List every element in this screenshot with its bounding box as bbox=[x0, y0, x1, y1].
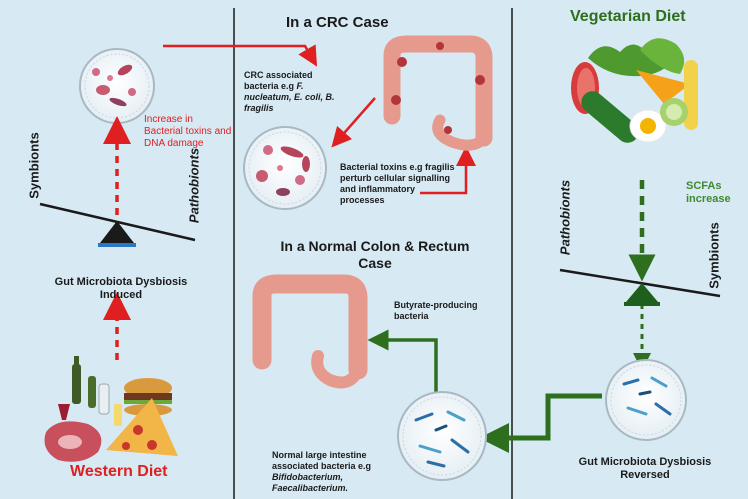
scfa-label: SCFAs increase bbox=[686, 180, 731, 205]
western-food-icon bbox=[44, 356, 178, 462]
vegetarian-symbionts-label: Symbionts bbox=[706, 222, 722, 289]
crc-bacteria-species: F. nucleatum, E. coli, B. fragilis bbox=[244, 81, 335, 113]
normal-title: In a Normal Colon & Rectum Case bbox=[280, 238, 470, 271]
arrow-reversed-to-normal-bacteria bbox=[479, 393, 602, 453]
arrow-colon-to-crc-bacteria bbox=[331, 97, 376, 148]
normal-petri-dish bbox=[397, 391, 487, 481]
western-dysbiosis-label: Gut Microbiota Dysbiosis Induced bbox=[54, 276, 188, 301]
crc-bacteria-label: CRC associated bacteria e.g F. nucleatum… bbox=[244, 70, 344, 114]
normal-colon-illustration bbox=[252, 274, 368, 389]
arrow-western-to-crc bbox=[163, 44, 318, 67]
vegetarian-diet-title: Vegetarian Diet bbox=[570, 8, 686, 25]
vegetarian-balance-scale bbox=[559, 268, 721, 306]
arrow-toxins-to-colon bbox=[420, 146, 476, 195]
western-balance-scale bbox=[39, 202, 196, 247]
western-diet-title: Western Diet bbox=[70, 463, 168, 480]
normal-bacteria-label: Normal large intestine associated bacter… bbox=[272, 450, 412, 494]
crc-colon-illustration bbox=[383, 35, 493, 151]
crc-bacteria-prefix: CRC associated bacteria e.g bbox=[244, 70, 313, 91]
reversed-dysbiosis-label: Gut Microbiota Dysbiosis Reversed bbox=[578, 456, 712, 481]
crc-petri-dish bbox=[243, 126, 327, 210]
western-pathobionts-label: Pathobionts bbox=[186, 147, 202, 224]
normal-butyrate-label: Butyrate-producing bacteria bbox=[394, 300, 478, 321]
vegetarian-pathobionts-label: Pathobionts bbox=[557, 179, 573, 256]
vegetarian-food-icon bbox=[571, 38, 698, 143]
normal-bacteria-species: Bifidobacterium, Faecalibacterium. bbox=[272, 472, 349, 493]
reversed-petri-dish bbox=[605, 359, 687, 441]
western-toxins-label: Increase in Bacterial toxins and DNA dam… bbox=[144, 114, 232, 149]
normal-bacteria-prefix: Normal large intestine associated bacter… bbox=[272, 450, 372, 471]
western-petri-dish bbox=[79, 48, 155, 124]
crc-toxins-label: Bacterial toxins e.g fragilis perturb ce… bbox=[340, 162, 455, 205]
arrow-bacteria-to-normal-colon bbox=[367, 329, 438, 398]
western-symbionts-label: Symbionts bbox=[26, 132, 42, 199]
crc-title: In a CRC Case bbox=[286, 14, 389, 31]
